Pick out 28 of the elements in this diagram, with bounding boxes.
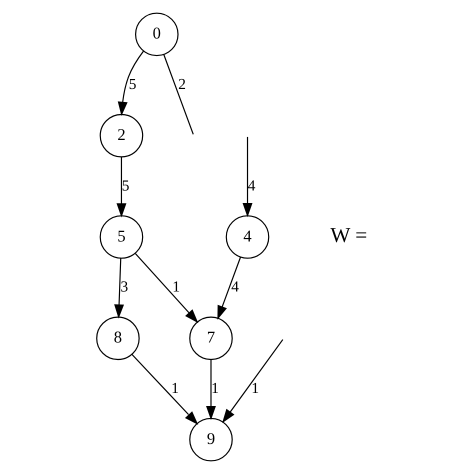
- node-circle: 9: [188, 418, 232, 462]
- arrow: [131, 354, 198, 425]
- node-circle: 4: [225, 215, 269, 259]
- edge-label: 1: [170, 380, 178, 397]
- edge-label: 4: [230, 278, 238, 296]
- connector: [162, 54, 194, 135]
- arrow: [134, 253, 198, 324]
- arrow: [242, 136, 252, 218]
- node-circle: 5: [99, 215, 143, 259]
- node-circle: 0: [134, 12, 178, 56]
- node-circle: 2: [99, 114, 143, 158]
- edge-label: 1: [210, 380, 218, 397]
- arrow: [117, 50, 144, 116]
- arrow: [116, 157, 126, 218]
- label: W =: [330, 223, 367, 248]
- arrow: [206, 360, 216, 420]
- edge-label: 2: [178, 76, 186, 94]
- edge-label: 1: [250, 380, 258, 397]
- edge-label: 4: [247, 177, 255, 194]
- edge-label: 5: [128, 76, 136, 94]
- edge-label: 1: [172, 278, 180, 296]
- arrow: [222, 339, 283, 424]
- node-circle: 8: [96, 316, 140, 360]
- arrow: [114, 258, 124, 319]
- arrow: [216, 257, 241, 320]
- edge-label: 5: [121, 177, 129, 194]
- edge-label: 3: [120, 278, 128, 296]
- node-circle: 7: [188, 316, 232, 360]
